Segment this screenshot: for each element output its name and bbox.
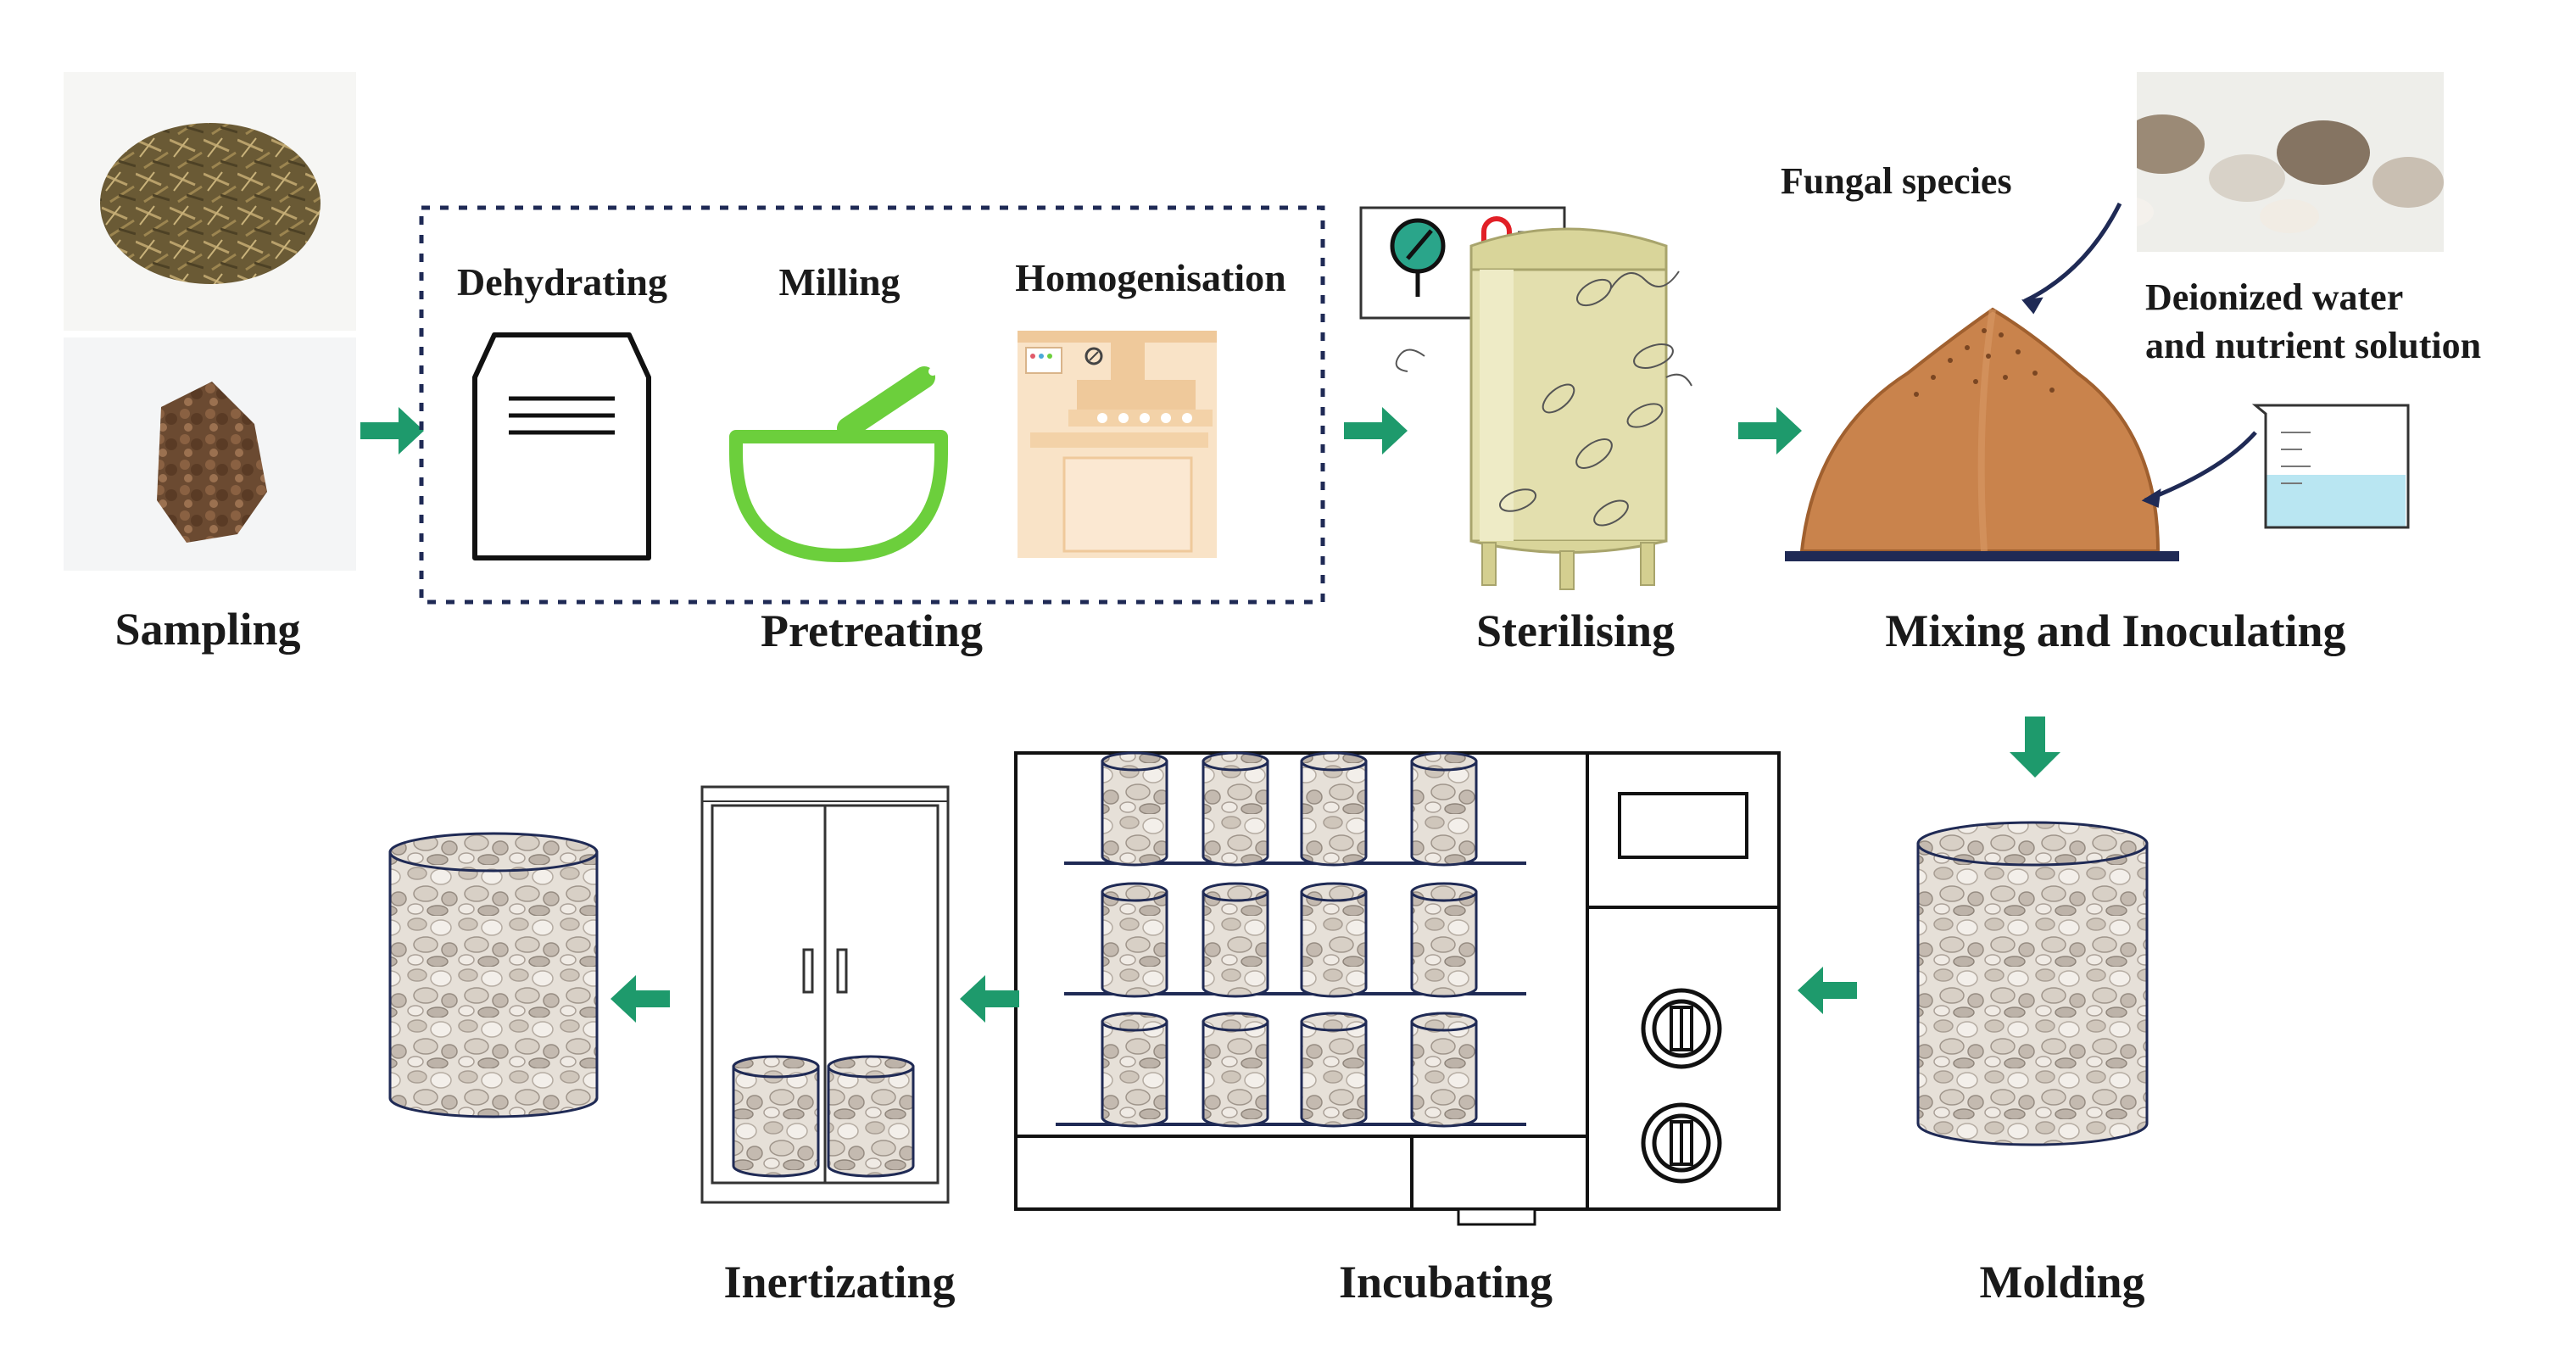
substrate-pile — [1799, 307, 2161, 553]
flow-arrow-1 — [360, 407, 424, 454]
incubator-knob-1 — [1641, 988, 1722, 1069]
incubator-jar-1 — [1101, 751, 1168, 867]
incubator-knob-2 — [1641, 1102, 1722, 1184]
sterilising-tank — [1395, 227, 1692, 590]
drying-cabinet — [700, 785, 950, 1204]
incubator-jar-8 — [1410, 882, 1478, 998]
cabinet-jar-2 — [827, 1055, 915, 1178]
sampling-photos — [64, 72, 356, 571]
incubator-jar-7 — [1300, 882, 1368, 998]
stage-label-molding: Molding — [1979, 1257, 2144, 1308]
incubator-jar-11 — [1300, 1012, 1368, 1128]
incubator-jar-5 — [1101, 882, 1168, 998]
beaker-icon — [2251, 404, 2410, 529]
document-icon — [472, 332, 651, 560]
incubator-display — [1618, 792, 1748, 859]
substep-label-dehydrating: Dehydrating — [457, 260, 667, 304]
stage-label-sterilising: Sterilising — [1476, 605, 1675, 656]
incubator-jar-4 — [1410, 751, 1478, 867]
flow-arrow-3 — [1738, 407, 1802, 454]
homogeniser-icon — [1018, 331, 1217, 558]
incubator-jars — [1101, 751, 1478, 1128]
pretreating-box — [419, 205, 1325, 605]
mixing-plate — [1785, 551, 2179, 561]
pressure-gauge-icon — [1390, 218, 1446, 297]
mortar-pestle-icon — [729, 364, 948, 562]
flow-arrow-4 — [2010, 717, 2060, 778]
stage-label-sampling: Sampling — [114, 604, 300, 655]
water-arrow — [2144, 431, 2257, 503]
flow-arrow-7 — [611, 975, 670, 1023]
fungal-culture-photo — [2137, 72, 2444, 252]
final-product-block — [388, 832, 599, 1118]
incubator-jar-6 — [1202, 882, 1269, 998]
flow-arrow-2 — [1344, 407, 1408, 454]
incubator-jar-9 — [1101, 1012, 1168, 1128]
incubator-jar-10 — [1202, 1012, 1269, 1128]
stage-label-inertizating: Inertizating — [724, 1257, 956, 1308]
incubator-jar-3 — [1300, 751, 1368, 867]
flow-arrow-5 — [1798, 967, 1857, 1014]
substep-label-homogenisation: Homogenisation — [1015, 256, 1285, 299]
straw-sample-photo — [64, 72, 356, 331]
molded-block — [1916, 821, 2149, 1146]
flow-arrow-6 — [960, 975, 1019, 1023]
soil-sample-photo — [64, 337, 356, 571]
incubator-jar-12 — [1410, 1012, 1478, 1128]
incubator-jar-2 — [1202, 751, 1269, 867]
water-label-line2: and nutrient solution — [2145, 325, 2481, 366]
substep-label-milling: Milling — [778, 260, 900, 304]
fungal-species-label: Fungal species — [1781, 160, 2012, 202]
cabinet-jar-1 — [732, 1055, 820, 1178]
fungal-arrow — [2023, 202, 2122, 304]
stage-label-incubating: Incubating — [1339, 1257, 1553, 1308]
stage-label-mixing: Mixing and Inoculating — [1885, 605, 2345, 656]
stage-label-pretreating: Pretreating — [761, 605, 983, 656]
water-label-line1: Deionized water — [2145, 276, 2403, 318]
